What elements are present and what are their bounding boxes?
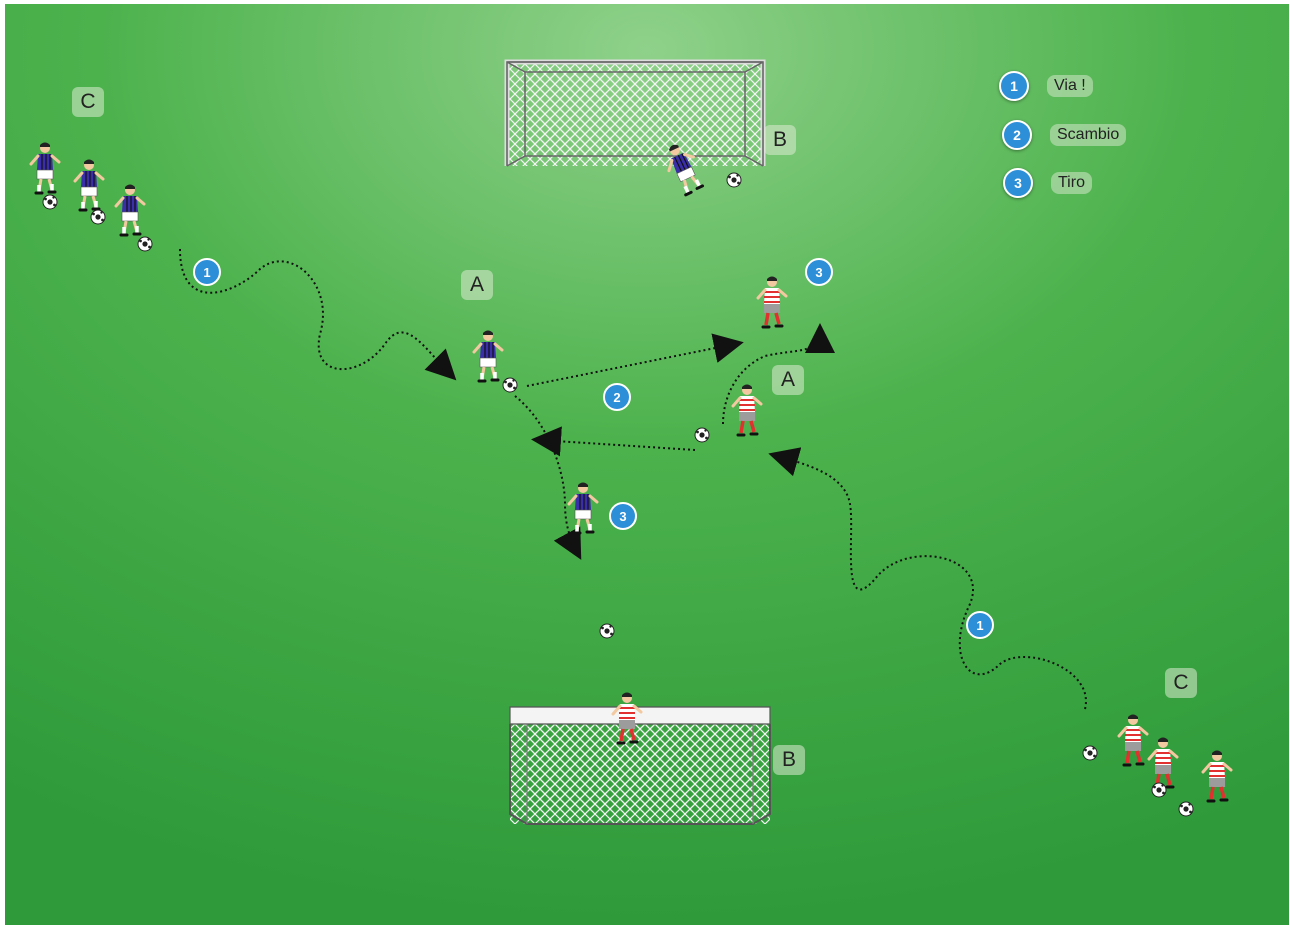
group-label-a-blue: A (461, 270, 493, 300)
step-badge-1-red: 1 (967, 612, 993, 638)
ball-icon (1179, 802, 1193, 816)
ball-icon (91, 210, 105, 224)
goal-bottom (510, 707, 770, 824)
svg-text:2: 2 (613, 390, 620, 405)
ball-icon (1083, 746, 1097, 760)
ball-icon (43, 195, 57, 209)
group-label-c-bottom: C (1165, 668, 1197, 698)
step-badge-3-blue: 3 (610, 503, 636, 529)
step-badge-2: 2 (604, 384, 630, 410)
step-badge-3-red: 3 (806, 259, 832, 285)
group-label-b-top: B (764, 125, 796, 155)
legend-item-tiro: 3 Tiro (1003, 168, 1092, 198)
ball-icon (138, 237, 152, 251)
svg-text:1: 1 (203, 265, 210, 280)
ball-icon (727, 173, 741, 187)
ball-icon (503, 378, 517, 392)
legend-item-via: 1 Via ! (999, 71, 1093, 101)
goal-top (507, 62, 763, 166)
legend-label: Tiro (1051, 172, 1092, 194)
ball-icon (1152, 783, 1166, 797)
legend-label: Via ! (1047, 75, 1093, 97)
group-label-b-bottom: B (773, 745, 805, 775)
legend-item-scambio: 2 Scambio (1002, 120, 1126, 150)
legend-number: 2 (1002, 120, 1032, 150)
legend-number: 3 (1003, 168, 1033, 198)
svg-text:3: 3 (619, 509, 626, 524)
svg-text:3: 3 (815, 265, 822, 280)
legend-number: 1 (999, 71, 1029, 101)
legend-label: Scambio (1050, 124, 1126, 146)
group-label-c-top: C (72, 87, 104, 117)
step-badge-1-blue: 1 (194, 259, 220, 285)
svg-text:1: 1 (976, 618, 983, 633)
ball-icon (600, 624, 614, 638)
group-label-a-red: A (772, 365, 804, 395)
ball-icon (695, 428, 709, 442)
